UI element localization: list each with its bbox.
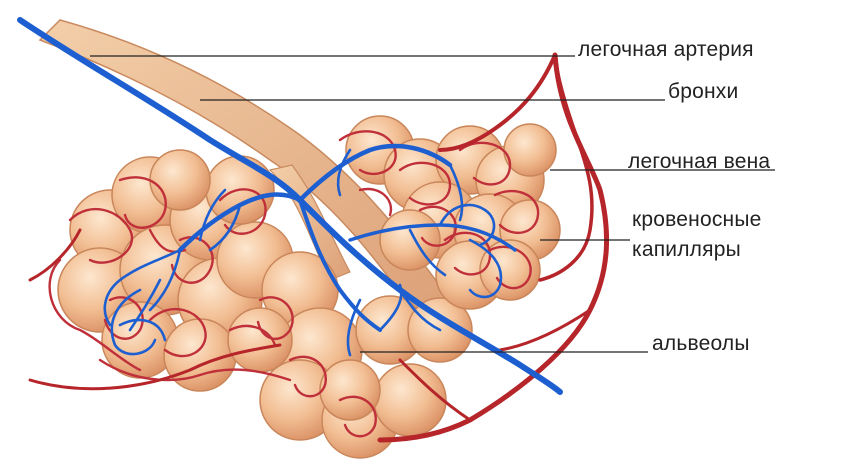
label-capillaries-line2: капилляры [632,238,741,262]
label-bronchi: бронхи [668,80,738,104]
label-capillaries-line1: кровеносные [632,208,762,232]
alveolus [228,308,292,372]
alveolus [150,150,210,210]
label-pulmonary-vein: легочная вена [628,150,770,174]
label-pulmonary-artery: легочная артерия [578,38,754,62]
alveolus [374,364,446,436]
alveolus [320,360,380,420]
alveolus [504,124,556,176]
label-alveoli: альвеолы [652,332,750,356]
